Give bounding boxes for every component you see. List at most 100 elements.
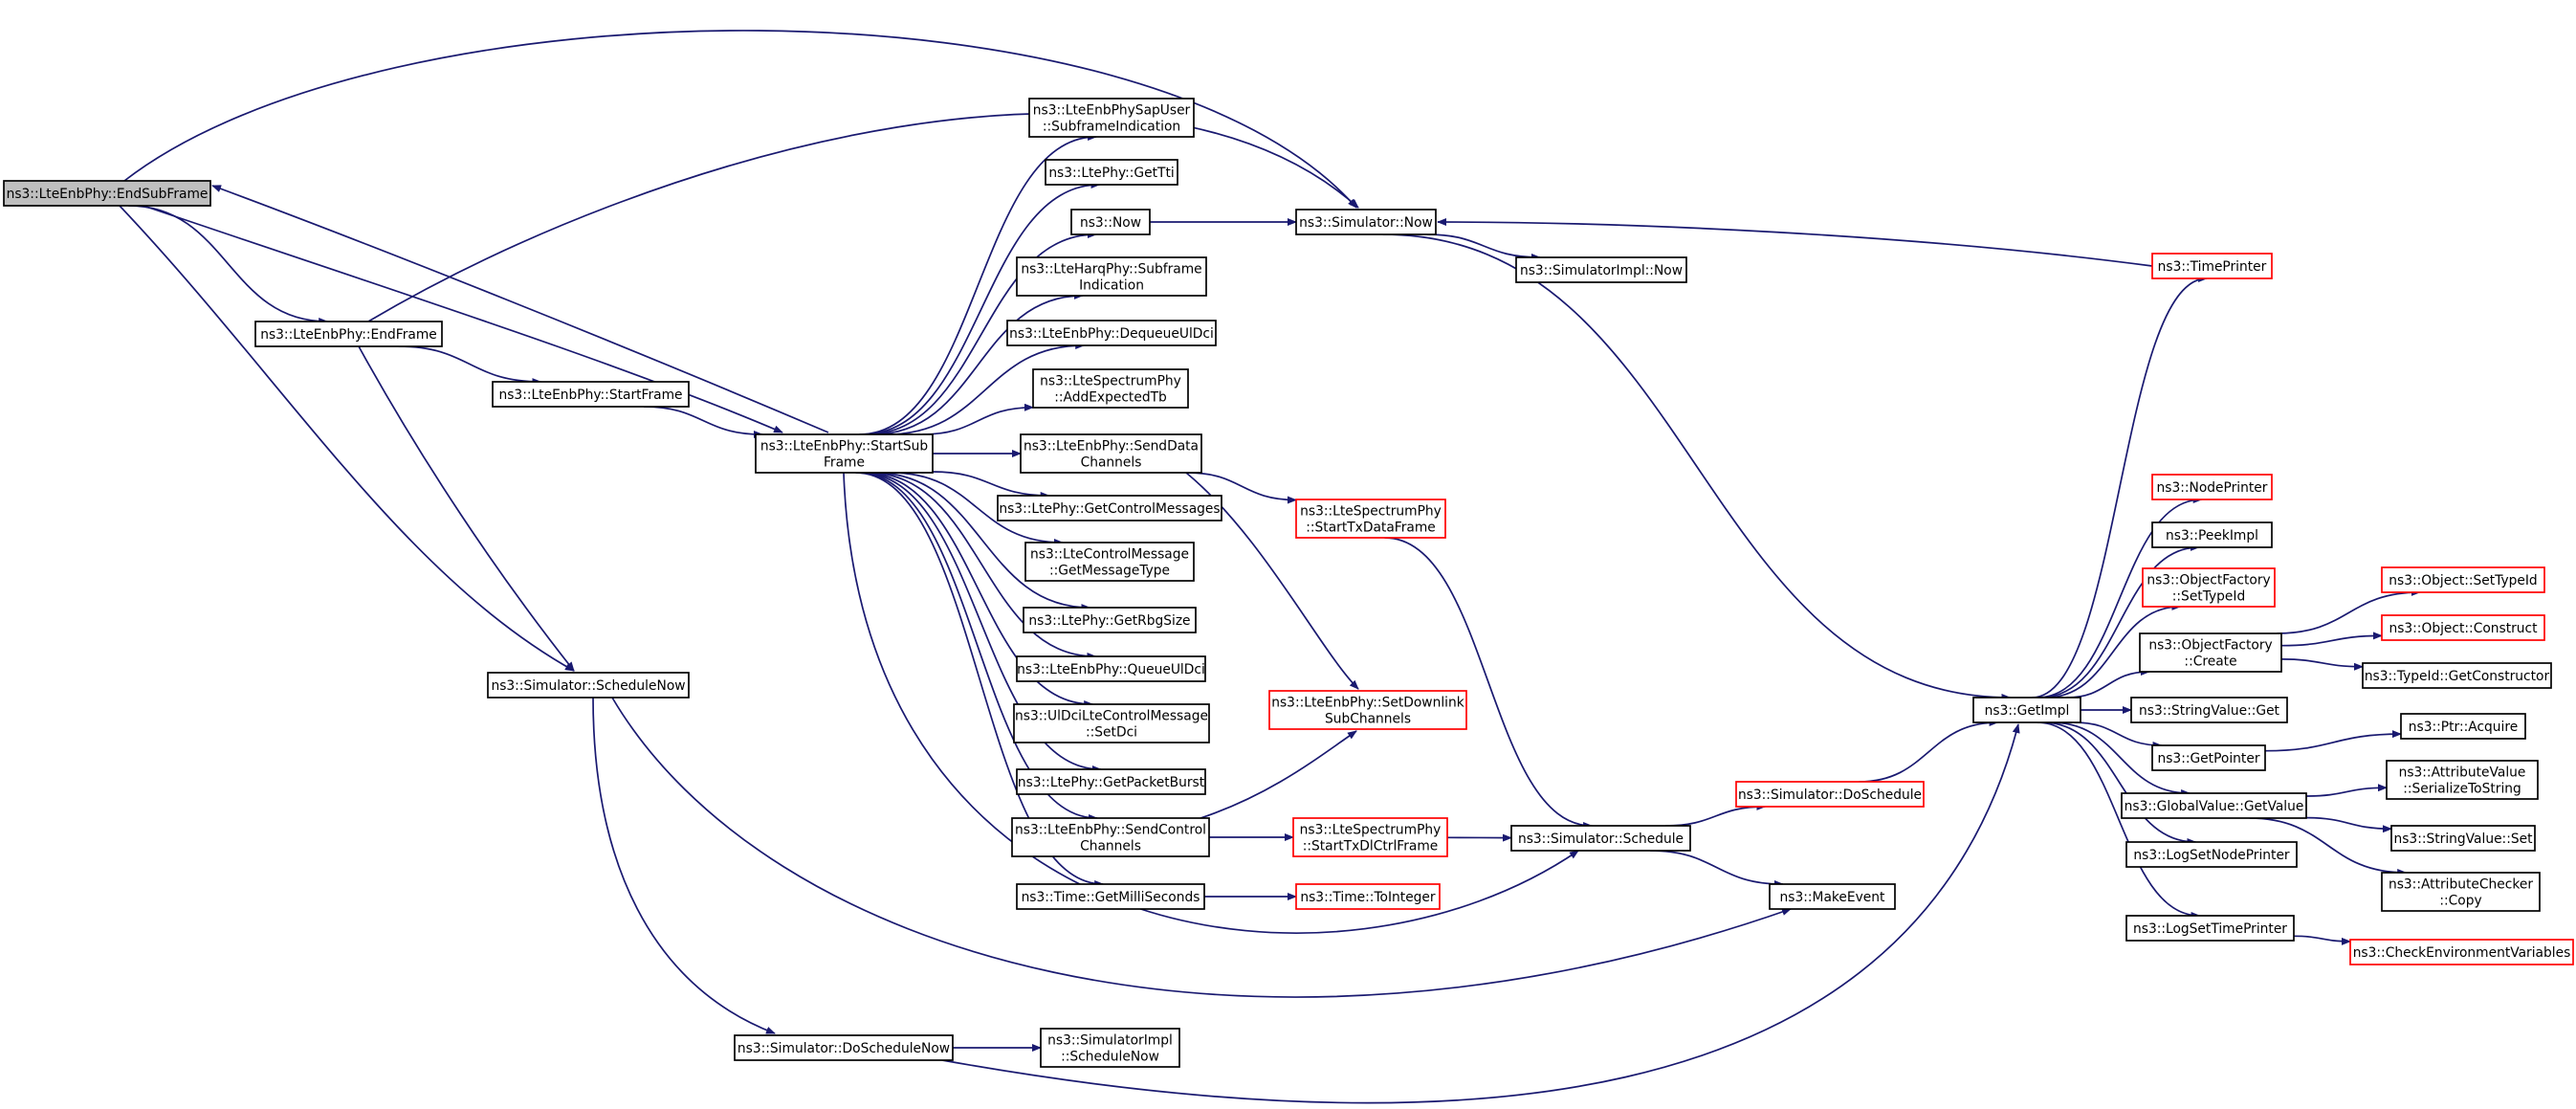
edge-getimpl-to-peekimpl xyxy=(2039,543,2200,699)
node-box xyxy=(1016,883,1205,910)
node-box xyxy=(1292,817,1448,857)
node-box xyxy=(2142,567,2276,608)
node-box xyxy=(2151,474,2273,500)
node-queueuldci[interactable]: ns3::LteEnbPhy::QueueUlDci xyxy=(1016,655,1206,682)
node-makeevent[interactable]: ns3::MakeEvent xyxy=(1769,883,1896,910)
node-doschedulenow[interactable]: ns3::Simulator::DoScheduleNow xyxy=(734,1034,954,1061)
node-label: ns3::LtePhy::GetTti xyxy=(1048,166,1174,181)
node-starttxdataframe[interactable]: ns3::LteSpectrumPhy::StartTxDataFrame xyxy=(1295,499,1446,539)
node-stringvalue_set[interactable]: ns3::StringValue::Set xyxy=(2390,825,2536,852)
node-obj_construct[interactable]: ns3::Object::Construct xyxy=(2381,614,2545,641)
node-getmessagetype[interactable]: ns3::LteControlMessage::GetMessageType xyxy=(1024,542,1195,582)
node-av_serialize[interactable]: ns3::AttributeValue::SerializeToString xyxy=(2386,760,2539,800)
edge-startsubframe-to-getmessagetype xyxy=(891,472,1064,546)
node-getrbgsize[interactable]: ns3::LtePhy::GetRbgSize xyxy=(1023,607,1197,633)
node-simnow[interactable]: ns3::Simulator::Now xyxy=(1295,209,1437,235)
nodes-layer: ns3::LteEnbPhy::EndSubFramens3::LteEnbPh… xyxy=(3,98,2574,1068)
node-getpointer[interactable]: ns3::GetPointer xyxy=(2151,744,2266,771)
node-harq[interactable]: ns3::LteHarqPhy::SubframeIndication xyxy=(1016,256,1207,297)
node-getcontrolmessages[interactable]: ns3::LtePhy::GetControlMessages xyxy=(997,495,1222,521)
node-gettti[interactable]: ns3::LtePhy::GetTti xyxy=(1045,159,1178,186)
node-peekimpl[interactable]: ns3::PeekImpl xyxy=(2151,521,2273,548)
node-box xyxy=(2349,939,2574,965)
node-label: ::SetTypeId xyxy=(2172,589,2245,605)
node-label: ns3::LtePhy::GetPacketBurst xyxy=(1018,775,1205,790)
edge-gv_getvalue-to-av_serialize xyxy=(2305,784,2388,797)
node-setdci[interactable]: ns3::UlDciLteControlMessage::SetDci xyxy=(1013,703,1210,743)
node-label: ns3::GlobalValue::GetValue xyxy=(2125,799,2304,814)
node-starttxdlctrl[interactable]: ns3::LteSpectrumPhy::StartTxDlCtrlFrame xyxy=(1292,817,1448,857)
node-simimplnow[interactable]: ns3::SimulatorImpl::Now xyxy=(1515,256,1687,283)
node-getconstructor[interactable]: ns3::TypeId::GetConstructor xyxy=(2362,662,2552,689)
node-nodeprinter[interactable]: ns3::NodePrinter xyxy=(2151,474,2273,500)
node-getmilliseconds[interactable]: ns3::Time::GetMilliSeconds xyxy=(1016,883,1205,910)
node-schedule[interactable]: ns3::Simulator::Schedule xyxy=(1510,825,1691,852)
edge-schedule-to-makeevent xyxy=(1650,850,1784,888)
edge-getimpl-to-getpointer xyxy=(2074,721,2163,749)
edge-sendcontrolchannels-to-setdownlink xyxy=(1200,730,1357,819)
node-box xyxy=(734,1034,954,1061)
edge-endframe-to-startframe xyxy=(398,345,542,386)
node-simimpl_schedulenow[interactable]: ns3::SimulatorImpl::ScheduleNow xyxy=(1040,1028,1180,1068)
node-addexpectedtb[interactable]: ns3::LteSpectrumPhy::AddExpectedTb xyxy=(1032,368,1189,409)
node-schedulenow[interactable]: ns3::Simulator::ScheduleNow xyxy=(487,672,690,699)
node-label: ns3::LteEnbPhy::EndSubFrame xyxy=(7,187,209,202)
node-of_create[interactable]: ns3::ObjectFactory::Create xyxy=(2139,632,2282,673)
node-endsubframe[interactable]: ns3::LteEnbPhy::EndSubFrame xyxy=(3,180,211,207)
node-label: ns3::AttributeChecker xyxy=(2389,877,2533,893)
edge-endframe-to-simnow xyxy=(367,112,1359,322)
node-getpacketburst[interactable]: ns3::LtePhy::GetPacketBurst xyxy=(1016,768,1206,795)
node-box xyxy=(1769,883,1896,910)
node-obj_settypeid[interactable]: ns3::Object::SetTypeId xyxy=(2381,566,2545,593)
node-gv_getvalue[interactable]: ns3::GlobalValue::GetValue xyxy=(2121,792,2307,819)
node-label: ns3::LtePhy::GetRbgSize xyxy=(1028,613,1190,629)
edge-getimpl-to-timeprinter xyxy=(2032,275,2209,699)
node-box xyxy=(3,180,211,207)
edge-startsubframe-to-dequeueuldci xyxy=(886,342,1086,435)
node-label: ns3::LteEnbPhy::SendData xyxy=(1024,439,1199,455)
node-label: ns3::GetImpl xyxy=(1985,703,2070,719)
node-label: SubChannels xyxy=(1325,712,1411,727)
node-now[interactable]: ns3::Now xyxy=(1070,209,1151,235)
node-getimpl[interactable]: ns3::GetImpl xyxy=(1972,697,2081,723)
node-box xyxy=(1032,368,1189,409)
node-of_settypeid[interactable]: ns3::ObjectFactory::SetTypeId xyxy=(2142,567,2276,608)
edge-logsettimeprinter-to-checkenv xyxy=(2293,935,2351,945)
node-tointeger[interactable]: ns3::Time::ToInteger xyxy=(1295,883,1441,910)
node-box xyxy=(2125,841,2298,868)
node-label: ns3::ObjectFactory xyxy=(2147,573,2270,588)
node-subframeindication[interactable]: ns3::LteEnbPhySapUser::SubframeIndicatio… xyxy=(1028,98,1195,138)
node-label: ns3::LteEnbPhy::StartSub xyxy=(760,439,928,455)
node-ptr_acquire[interactable]: ns3::Ptr::Acquire xyxy=(2400,713,2526,740)
node-label: ns3::LteSpectrumPhy xyxy=(1300,823,1442,838)
edge-gv_getvalue-to-ac_copy xyxy=(2249,817,2408,876)
node-logsettimeprinter[interactable]: ns3::LogSetTimePrinter xyxy=(2125,915,2295,942)
node-endframe[interactable]: ns3::LteEnbPhy::EndFrame xyxy=(254,321,443,347)
edge-simnow-to-getimpl xyxy=(1382,233,2012,701)
node-stringvalue_get[interactable]: ns3::StringValue::Get xyxy=(2130,697,2288,723)
node-label: ns3::Simulator::Schedule xyxy=(1518,832,1684,847)
node-checkenv[interactable]: ns3::CheckEnvironmentVariables xyxy=(2349,939,2574,965)
edge-startsubframe-to-setdci xyxy=(863,472,1094,708)
node-label: ns3::NodePrinter xyxy=(2157,480,2268,496)
node-doschedule[interactable]: ns3::Simulator::DoSchedule xyxy=(1735,781,1925,808)
edge-startsubframe-to-gettti xyxy=(862,181,1101,435)
node-box xyxy=(1295,883,1441,910)
node-box xyxy=(1268,690,1467,730)
node-box xyxy=(2362,662,2552,689)
edge-schedulenow-to-makeevent xyxy=(611,697,1792,998)
node-label: Channels xyxy=(1081,455,1142,471)
node-box xyxy=(487,672,690,699)
edge-startsubframe-to-addexpectedtb xyxy=(922,403,1034,435)
node-dequeueuldci[interactable]: ns3::LteEnbPhy::DequeueUlDci xyxy=(1006,320,1217,346)
node-logsetnodeprinter[interactable]: ns3::LogSetNodePrinter xyxy=(2125,841,2298,868)
node-timeprinter[interactable]: ns3::TimePrinter xyxy=(2151,253,2273,279)
node-ac_copy[interactable]: ns3::AttributeChecker::Copy xyxy=(2381,872,2541,912)
node-box xyxy=(2121,792,2307,819)
node-startframe[interactable]: ns3::LteEnbPhy::StartFrame xyxy=(492,381,690,408)
